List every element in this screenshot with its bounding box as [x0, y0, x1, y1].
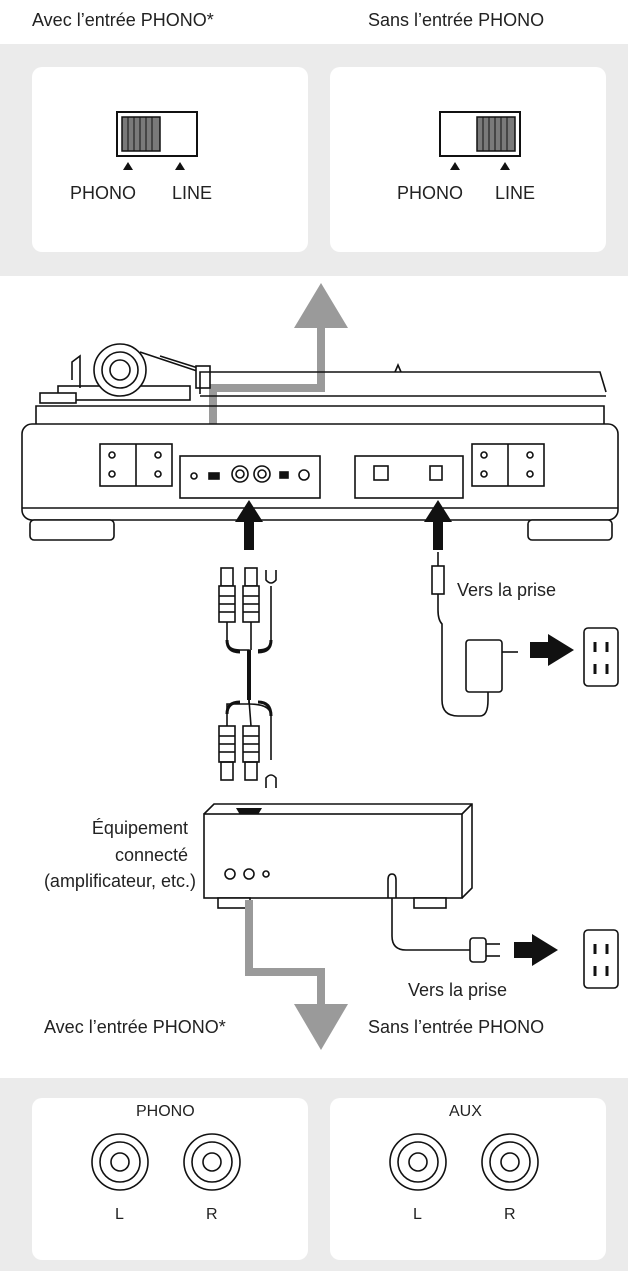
bottom-left-card [32, 1098, 308, 1260]
rca-cable-icon [218, 567, 277, 788]
input-jacks-left [91, 1133, 241, 1191]
outlet-label-bottom: Vers la prise [408, 980, 508, 1000]
input-jacks-right [389, 1133, 539, 1191]
switch-right-label-phono: PHONO [397, 183, 464, 203]
switch-right-label-line: LINE [495, 183, 536, 203]
bottom-right-jack-l: L [413, 1206, 422, 1223]
top-right-card [330, 67, 606, 252]
turntable-icon [21, 343, 619, 541]
bottom-left-heading: Avec l’entrée PHONO* [44, 1017, 226, 1037]
bottom-right-jack-r: R [504, 1206, 516, 1223]
route-arrow-down [245, 900, 348, 1050]
selector-switch-left [116, 111, 198, 170]
top-left-heading: Avec l’entrée PHONO* [32, 10, 214, 30]
outlet-label-top: Vers la prise [457, 580, 557, 600]
bottom-left-jack-r: R [206, 1206, 218, 1223]
bottom-right-card [330, 1098, 606, 1260]
switch-left-label-phono: PHONO [70, 183, 137, 203]
bottom-right-heading: Sans l’entrée PHONO [368, 1017, 545, 1037]
power-adapter-icon [431, 552, 619, 717]
equipment-line1: Équipement [91, 818, 188, 838]
equipment-line3: (amplificateur, etc.) [43, 871, 196, 891]
bottom-left-jack-l: L [115, 1206, 124, 1223]
signal-arrows [235, 500, 452, 838]
selector-switch-right [439, 111, 521, 170]
equipment-line2: connecté [114, 845, 188, 865]
bottom-left-title: PHONO [136, 1103, 195, 1120]
bottom-right-title: AUX [449, 1103, 482, 1120]
top-left-card [32, 67, 308, 252]
top-right-heading: Sans l’entrée PHONO [368, 10, 545, 30]
amplifier-icon [203, 803, 619, 989]
switch-left-label-line: LINE [172, 183, 213, 203]
